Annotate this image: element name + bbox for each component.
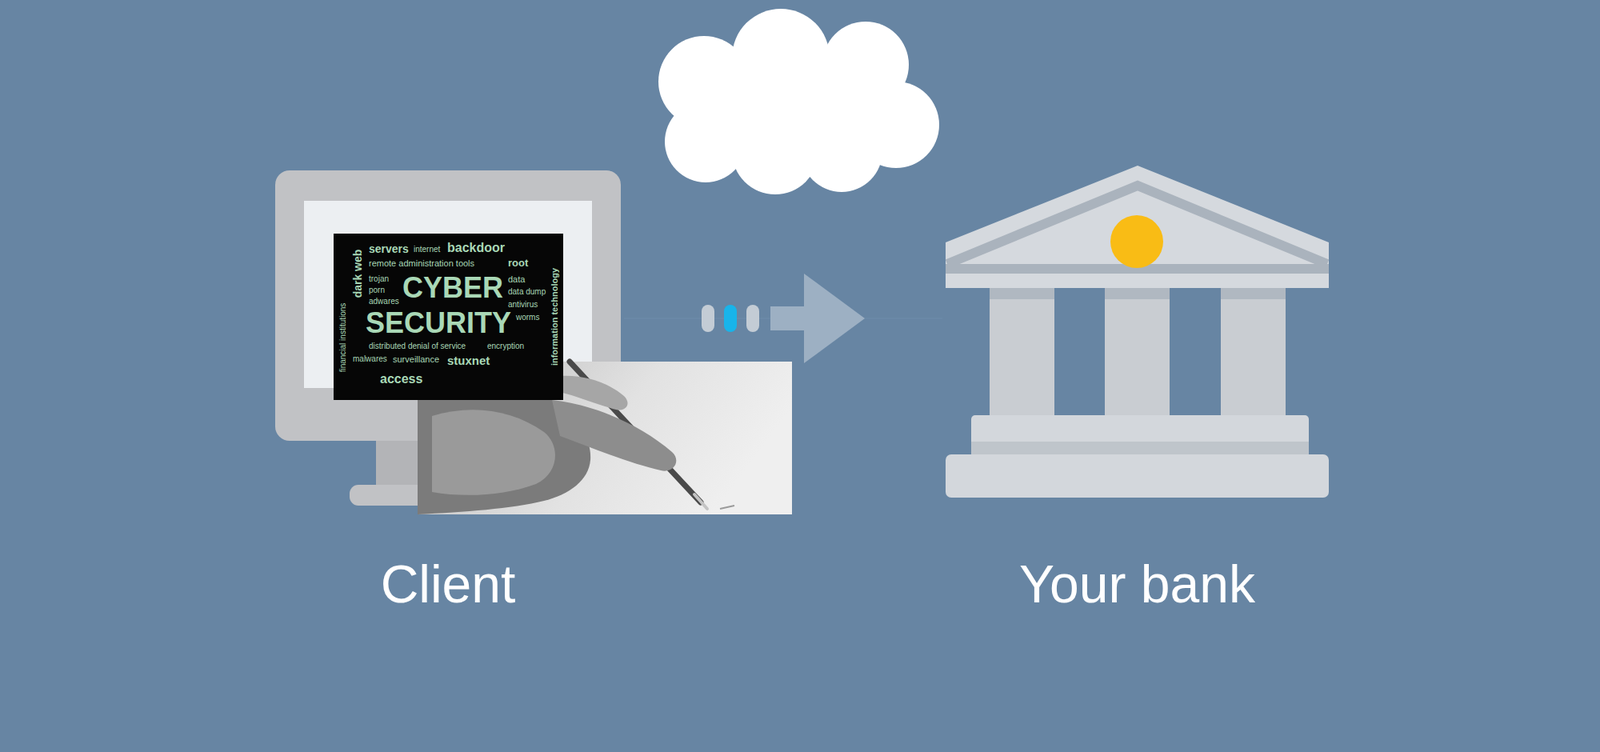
cloud-word: adwares [368, 297, 400, 306]
cloud-word: data dump [508, 288, 546, 296]
cyber-security-image: financial institutions dark web servers int… [333, 233, 564, 400]
cloud-word: distributed denial of service [368, 342, 466, 351]
bank-node: Your bank [945, 165, 1329, 498]
cloud-word: financial institutions [339, 303, 348, 373]
cloud-word: dark web [352, 249, 364, 299]
cloud-word: trojan [368, 275, 389, 284]
arrow-head [804, 273, 865, 364]
cloud-word: worms [516, 313, 540, 322]
cloud-word: servers [368, 243, 409, 255]
arrow-shaft [770, 306, 808, 331]
node-label: Client [380, 557, 516, 611]
cloud-word: internet [413, 245, 440, 254]
cloud-word: CYBER [402, 273, 504, 303]
arrow-dot [701, 311, 715, 326]
cloud-word: backdoor [447, 241, 505, 255]
dotted-arrow [624, 273, 943, 364]
bank-icon [945, 165, 1329, 498]
cloud-word: antivirus [508, 300, 538, 309]
cloud-word: access [380, 372, 423, 386]
node-label: Your bank [1019, 557, 1256, 611]
cloud-word: encryption [487, 342, 524, 351]
cloud-word: information technology [550, 268, 560, 366]
cloud-word: data [508, 275, 525, 284]
arrow-dot [724, 311, 737, 326]
cloud-word: porn [368, 286, 385, 295]
cloud-word: stuxnet [447, 354, 490, 367]
cloud-word: SECURITY [365, 308, 512, 338]
cloud-word: surveillance [392, 355, 440, 364]
arrow-dot [746, 311, 760, 326]
cloud-word: remote administration tools [368, 259, 475, 268]
cloud-word: malwares [352, 355, 388, 364]
cloud-icon [658, 8, 940, 195]
cloud-word: root [508, 257, 528, 268]
